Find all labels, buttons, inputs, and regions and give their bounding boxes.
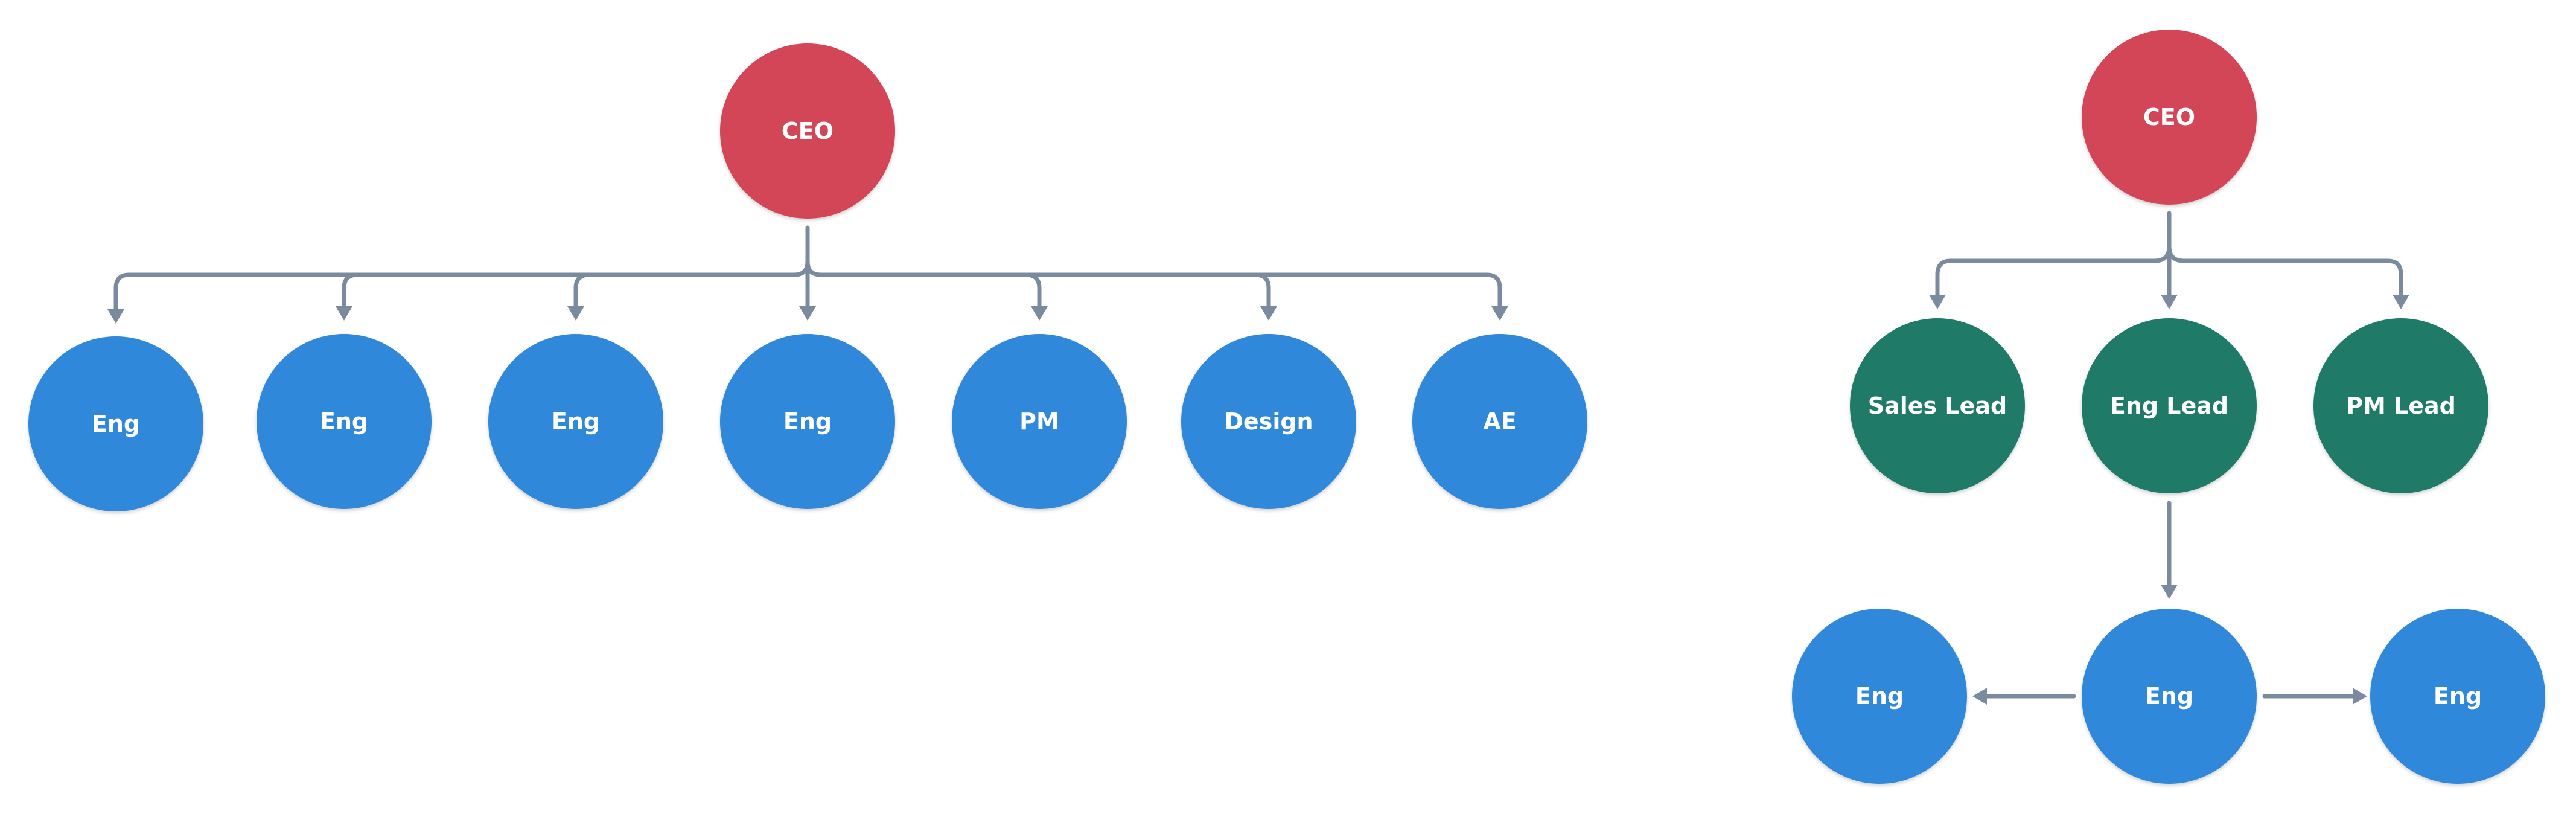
flat-arrowhead-6 [1260,306,1277,321]
flat-ceo-circle [720,43,895,219]
flat-arrowhead-4 [799,306,816,321]
hier-team-label: Eng [2145,683,2193,710]
flat-arrowhead-5 [1031,306,1048,321]
hier-team-label: Eng [1855,683,1904,710]
flat-report-node[interactable]: Eng [257,334,432,509]
flat-report-label: AE [1483,408,1516,435]
hier-org-connectors [1929,211,2409,705]
flat-report-label: PM [1019,408,1059,435]
hier-team-node[interactable]: Eng [2082,609,2257,784]
hier-arrowhead-left [1972,688,1987,705]
hier-lead-label: Eng Lead [2110,393,2228,419]
flat-report-node[interactable]: AE [1412,334,1587,509]
flat-report-label: Eng [552,408,600,435]
flat-report-circle [952,334,1127,509]
hier-team-circle [1792,609,1967,784]
flat-report-circle [488,334,663,509]
flat-report-label: Eng [783,408,832,435]
flat-connector-drop-2 [342,272,360,310]
hier-team-circle [2370,609,2545,784]
hier-team-node[interactable]: Eng [1792,609,1967,784]
hier-ceo-label: CEO [2143,104,2195,130]
flat-report-circle [257,334,432,509]
hier-lead-node[interactable]: PM Lead [2313,318,2488,493]
flat-report-node[interactable]: Design [1181,334,1356,509]
hier-arrowhead-sales [1929,295,1946,309]
hier-team-label: Eng [2434,683,2482,710]
flat-report-node[interactable]: Eng [488,334,663,509]
hier-arrowhead-eng [2161,585,2178,599]
hierarchical-org-diagram: CEO Sales Lead Eng Lead PM Lead Eng Eng … [1792,30,2545,784]
hier-arrowhead-eng-lead [2161,295,2178,309]
flat-report-circle [1412,334,1587,509]
hier-lead-circle [1850,318,2025,493]
hier-arrowhead-right [2353,688,2367,705]
hier-ceo-circle [2082,30,2257,205]
flat-org-diagram: CEO Eng Eng Eng Eng PM Design AE [28,43,1587,511]
flat-arrowhead-1 [107,309,124,324]
flat-report-circle [720,334,895,509]
flat-report-label: Eng [320,408,368,435]
flat-report-node[interactable]: PM [952,334,1127,509]
hier-arrowhead-pm-lead [2393,295,2409,309]
flat-arrowhead-2 [336,306,352,321]
flat-report-circle [28,336,203,511]
flat-connector-drop-6 [1253,272,1271,310]
hier-ceo-node[interactable]: CEO [2082,30,2257,205]
hier-lead-circle [2313,318,2488,493]
flat-ceo-label: CEO [782,118,834,144]
flat-ceo-node[interactable]: CEO [720,43,895,219]
flat-report-label: Design [1224,408,1313,435]
flat-arrowhead-7 [1491,306,1508,321]
hier-lead-node[interactable]: Sales Lead [1850,318,2025,493]
flat-connector-drop-5 [1024,272,1042,310]
hier-lead-node[interactable]: Eng Lead [2082,318,2257,493]
hier-team-node[interactable]: Eng [2370,609,2545,784]
hier-lead-label: Sales Lead [1868,393,2007,419]
flat-report-circle [1181,334,1356,509]
flat-connector-bus [805,259,1502,310]
flat-connector-bus-left [113,259,810,313]
flat-report-node[interactable]: Eng [28,336,203,511]
hier-team-circle [2082,609,2257,784]
flat-arrowhead-3 [567,306,584,321]
flat-org-connectors [107,225,1508,324]
hier-connector-bus-left [1935,244,2172,298]
hier-lead-label: PM Lead [2346,393,2456,419]
flat-report-node[interactable]: Eng [720,334,895,509]
flat-report-label: Eng [92,411,140,437]
hier-lead-circle [2082,318,2257,493]
hier-connector-bus-right [2167,244,2403,298]
flat-connector-drop-3 [573,272,591,310]
